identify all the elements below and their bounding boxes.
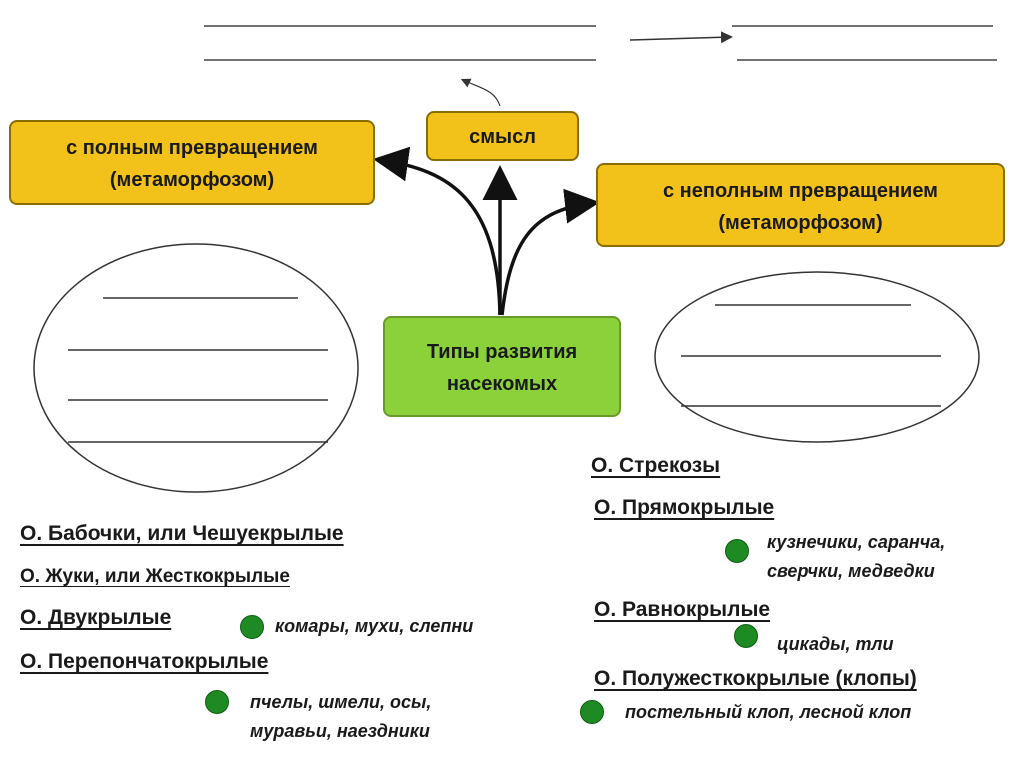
right-order-3: О. Равнокрылые xyxy=(594,598,771,621)
right-examples-3-line1: постельный клоп, лесной клоп xyxy=(625,702,912,722)
complete-node-line2: (метаморфозом) xyxy=(109,169,275,191)
incomplete-node-line2: (метаморфозом) xyxy=(718,212,883,234)
bullet-dot xyxy=(725,539,749,563)
right-order-1: О. Стрекозы xyxy=(591,454,721,477)
left-order-3: О. Двукрылые xyxy=(20,606,172,629)
right-examples-1: кузнечики, саранча, сверчки, медведки xyxy=(767,528,945,586)
bullet-dot xyxy=(580,700,604,724)
meaning-label: смысл xyxy=(469,126,536,148)
right-order-4: О. Полужесткокрылые (клопы) xyxy=(594,667,917,690)
left-examples-2-line1: пчелы, шмели, осы, xyxy=(250,692,432,712)
right-examples-2-line1: цикады, тли xyxy=(777,634,894,654)
center-node-line1: Типы развития xyxy=(426,341,578,363)
branch-right-arrow xyxy=(500,188,600,316)
complete-node-line1: с полным превращением xyxy=(66,137,318,159)
bullet-dot xyxy=(205,690,229,714)
left-order-4: О. Перепончатокрылые xyxy=(20,650,269,673)
right-order-2: О. Прямокрылые xyxy=(594,496,775,519)
right-answer-ellipse xyxy=(654,271,980,443)
left-order-2: О. Жуки, или Жесткокрылые xyxy=(20,566,290,587)
branch-left-arrow xyxy=(373,146,502,316)
right-examples-1-line2: сверчки, медведки xyxy=(767,561,935,581)
right-examples-3: постельный клоп, лесной клоп xyxy=(625,698,911,727)
left-order-1: О. Бабочки, или Чешуекрылые xyxy=(20,522,344,545)
left-examples-1-line1: комары, мухи, слепни xyxy=(275,616,474,636)
right-examples-1-line1: кузнечики, саранча, xyxy=(767,532,946,552)
arrow-between-lines xyxy=(629,31,733,44)
meaning-node: смысл xyxy=(426,111,579,161)
right-examples-2: цикады, тли xyxy=(777,630,893,659)
left-examples-2: пчелы, шмели, осы, муравьи, наездники xyxy=(250,688,431,746)
center-node-line2: насекомых xyxy=(446,373,558,395)
bullet-dot xyxy=(240,615,264,639)
left-examples-1: комары, мухи, слепни xyxy=(275,612,473,641)
incomplete-node-line1: с неполным превращением xyxy=(663,180,938,202)
complete-metamorphosis-node: с полным превращением (метаморфозом) xyxy=(9,120,375,205)
left-answer-ellipse xyxy=(33,243,359,493)
meaning-arrow xyxy=(460,78,501,107)
bullet-dot xyxy=(734,624,758,648)
incomplete-metamorphosis-node: с неполным превращением (метаморфозом) xyxy=(596,163,1005,247)
insect-development-types-node: Типы развития насекомых xyxy=(383,316,621,417)
left-examples-2-line2: муравьи, наездники xyxy=(250,721,430,741)
